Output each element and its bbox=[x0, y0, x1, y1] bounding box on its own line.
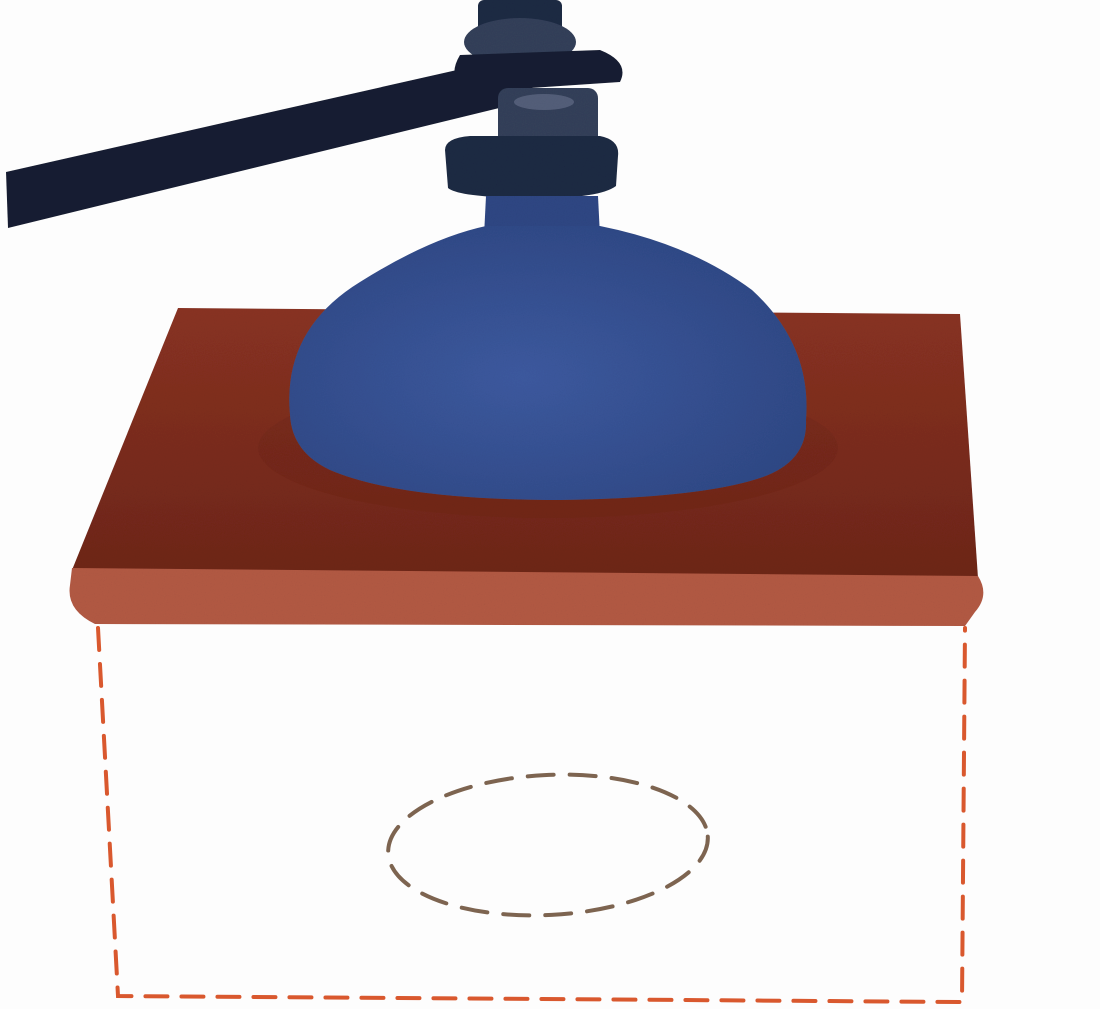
dashed-ellipse-outline bbox=[385, 767, 712, 924]
suction-cup-dome bbox=[289, 196, 806, 500]
dashed-box-outline bbox=[98, 628, 965, 1002]
lamp-arm bbox=[6, 0, 623, 228]
